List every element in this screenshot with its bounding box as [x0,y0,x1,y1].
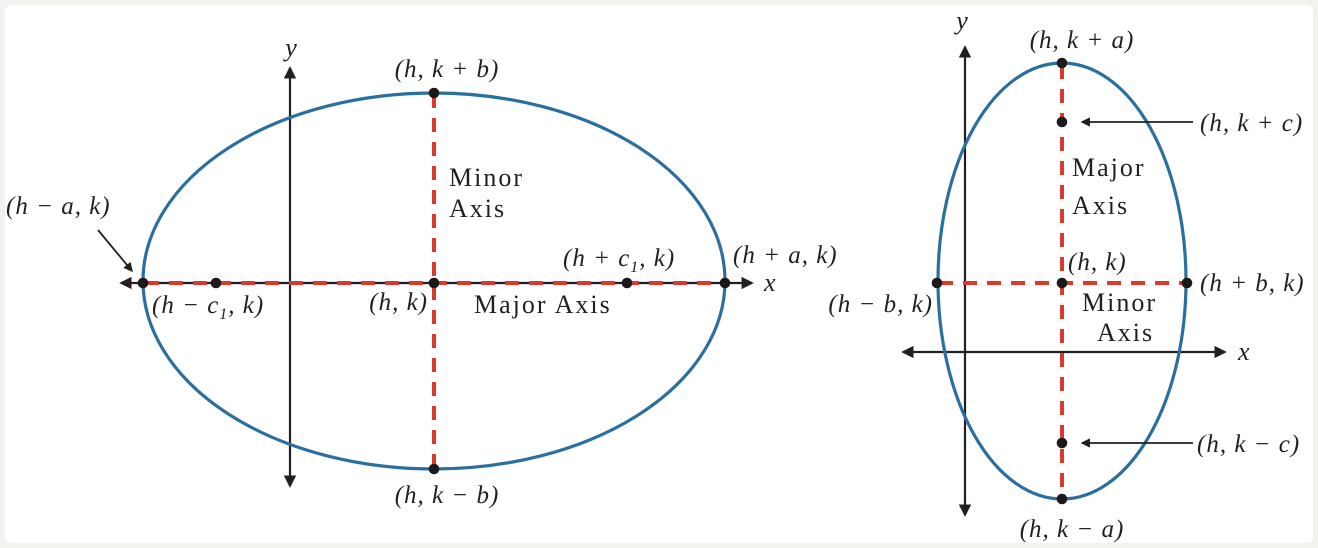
left-right-vertex-point [719,277,731,289]
left-focus1-label: (h − c1, k) [152,292,264,323]
left-minor-axis-label-line1: Minor [449,163,524,192]
right-left-covertex-label: (h − b, k) [828,291,933,318]
left-focus2-label: (h + c1, k) [563,245,675,276]
left-vertex-pointer-arrow [97,229,133,273]
right-bottom-vertex-label: (h, k − a) [1020,516,1125,543]
right-major-axis-label-line1: Major [1072,153,1146,182]
left-minor-axis-label-line2: Axis [449,194,506,223]
right-focus2-point [1056,437,1068,449]
left-right-vertex-label: (h + a, k) [733,242,838,269]
right-x-axis-label: x [1237,337,1250,366]
right-minor-axis-label-line2: Axis [1097,318,1154,347]
right-y-axis-label: y [953,6,968,35]
left-x-axis-label: x [763,268,776,297]
left-focus2-point [621,277,633,289]
right-major-axis-label-line2: Axis [1072,191,1129,220]
right-bottom-vertex-point [1056,493,1068,505]
left-bottom-covertex-point [428,463,440,475]
right-top-vertex-point [1056,57,1068,69]
left-center-label: (h, k) [369,289,428,316]
left-y-axis-label: y [282,33,297,62]
left-bottom-covertex-label: (h, k − b) [395,482,500,509]
right-right-covertex-label: (h + b, k) [1200,270,1305,297]
right-focus1-label: (h, k + c) [1200,110,1303,137]
right-diagram-vertical-ellipse: y x (h, k + a) (h, k − a) (h, k + c) (h,… [828,6,1305,543]
right-right-covertex-point [1181,277,1193,289]
right-top-vertex-label: (h, k + a) [1030,27,1135,54]
left-vertex-label: (h − a, k) [6,193,111,220]
right-focus2-label: (h, k − c) [1197,431,1300,458]
right-left-covertex-point [931,277,943,289]
left-major-axis-label: Major Axis [474,290,612,319]
right-minor-axis-label-line1: Minor [1082,288,1157,317]
left-focus1-point [210,277,222,289]
figure-background [5,5,1313,543]
left-top-covertex-label: (h, k + b) [395,56,500,83]
right-focus1-point [1056,116,1068,128]
left-vertex-point [137,277,149,289]
right-center-point [1056,277,1068,289]
left-center-point [428,277,440,289]
right-center-label: (h, k) [1068,249,1127,276]
left-diagram-horizontal-ellipse: y x (h, k + b) (h, k − b) (h − a, k) (h … [6,33,838,509]
left-top-covertex-point [428,87,440,99]
